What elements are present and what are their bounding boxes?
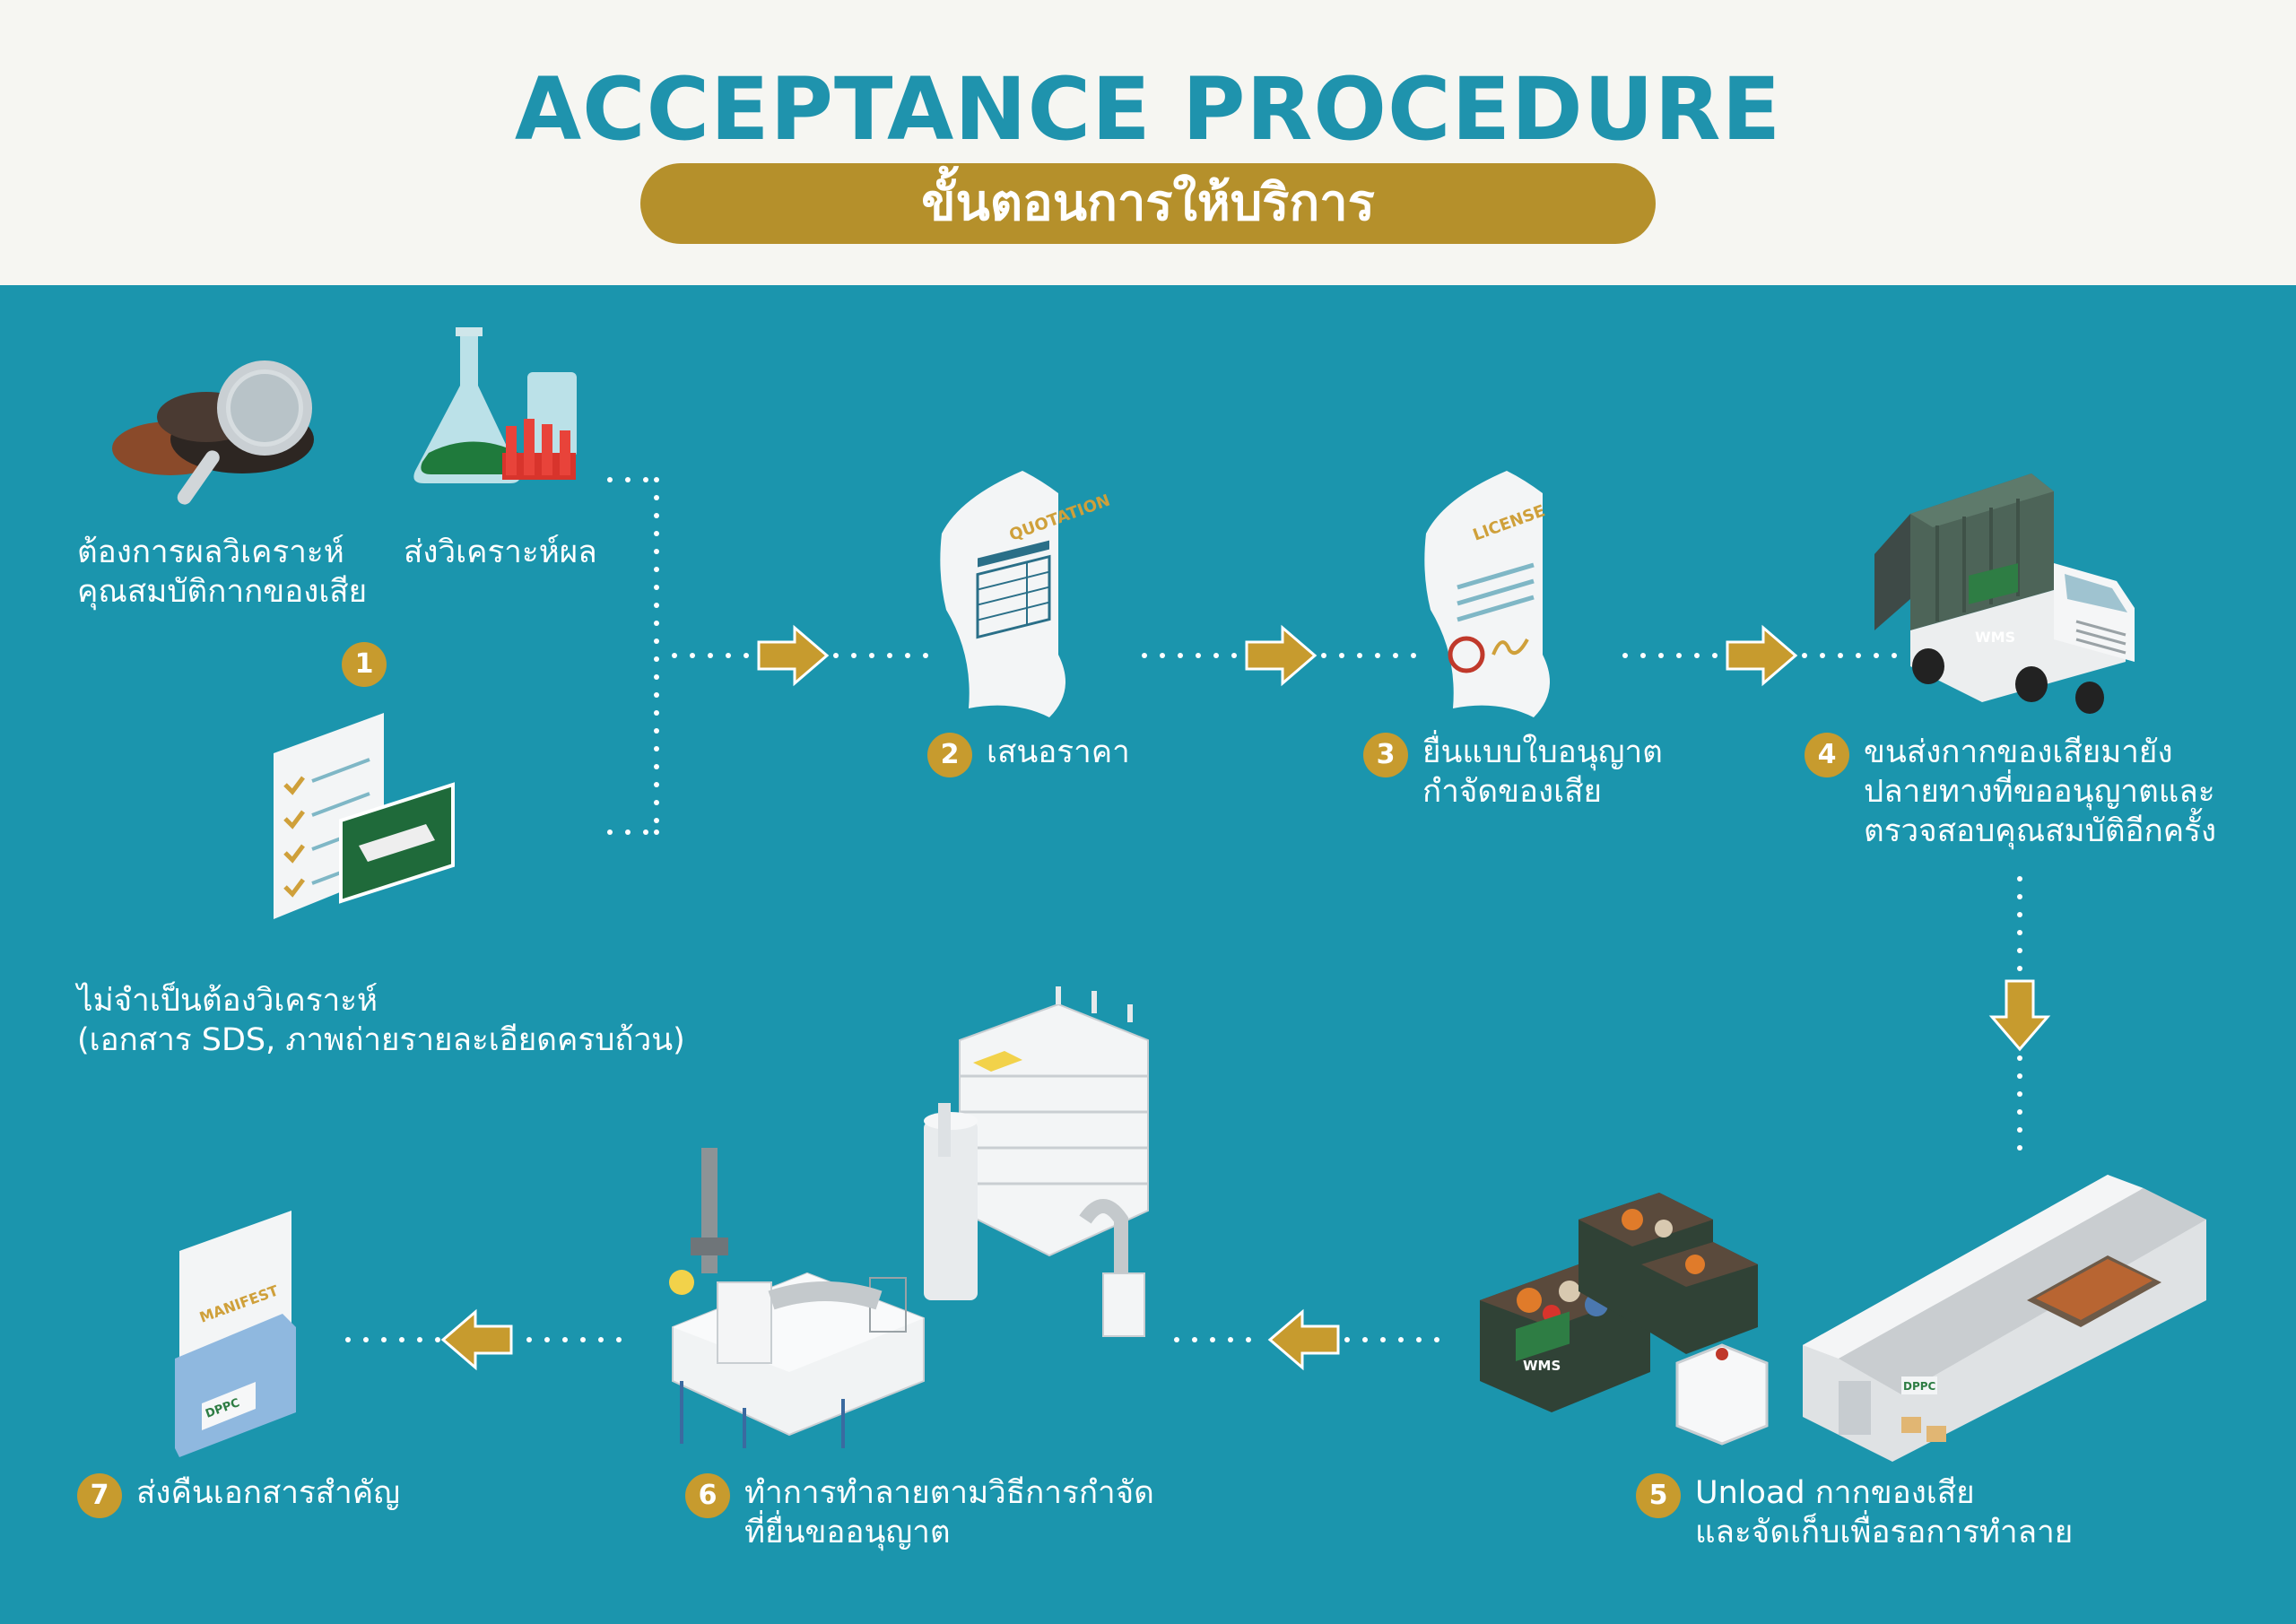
waste-storage-icon: DPPC WMS xyxy=(1480,1175,2206,1462)
manifest-folder-icon: MANIFEST DPPC xyxy=(175,1211,296,1457)
step4-line1: ขนส่งกากของเสียมายัง xyxy=(1864,734,2173,770)
arrow-right-icon xyxy=(1726,624,1798,687)
step6-badge: 6 xyxy=(685,1473,730,1518)
step4-line2: ปลายทางที่ขออนุญาตและ xyxy=(1864,774,2215,810)
step7-label: ส่งคืนเอกสารสำคัญ xyxy=(136,1473,400,1513)
step1-option-no-analysis-label: ไม่จำเป็นต้องวิเคราะห์ (เอกสาร SDS, ภาพถ… xyxy=(77,981,685,1060)
step4-label: ขนส่งกากของเสียมายัง ปลายทางที่ขออนุญาตแ… xyxy=(1864,733,2216,851)
step6-label: ทำการทำลายตามวิธีการกำจัด ที่ยื่นขออนุญา… xyxy=(744,1473,1154,1552)
page-subtitle: ขั้นตอนการให้บริการ xyxy=(640,163,1656,244)
step1-option-a-line2: คุณสมบัติกากของเสีย xyxy=(77,574,368,610)
arrow-left-icon xyxy=(440,1308,513,1371)
arrow-right-icon xyxy=(757,624,830,687)
step7-badge: 7 xyxy=(77,1473,122,1518)
step5-badge: 5 xyxy=(1636,1473,1681,1518)
license-document-icon: LICENSE xyxy=(1424,471,1550,717)
step2-badge: 2 xyxy=(927,733,972,777)
step3-line1: ยื่นแบบใบอนุญาต xyxy=(1422,734,1663,770)
step1-option-c-line1: ไม่จำเป็นต้องวิเคราะห์ xyxy=(77,983,378,1019)
step2-label: เสนอราคา xyxy=(987,733,1130,772)
quotation-document-icon: QUOTATION xyxy=(940,471,1113,717)
step1-option-analysis-label: ต้องการผลวิเคราะห์ คุณสมบัติกากของเสีย xyxy=(77,533,367,612)
arrow-right-icon xyxy=(1245,624,1318,687)
step5-line1: Unload กากของเสีย xyxy=(1695,1475,1975,1511)
down-dots xyxy=(2017,876,2022,1151)
step1-option-a-line1: ต้องการผลวิเคราะห์ xyxy=(77,534,344,570)
row2-dots xyxy=(345,1337,1439,1342)
step3-label: ยื่นแบบใบอนุญาต กำจัดของเสีย xyxy=(1422,733,1663,812)
soil-magnifier-icon xyxy=(112,360,314,505)
arrow-left-icon xyxy=(1267,1308,1340,1371)
step1-badge: 1 xyxy=(342,642,387,687)
step6-line2: ที่ยื่นขออนุญาต xyxy=(744,1515,951,1550)
step4-badge: 4 xyxy=(1805,733,1849,777)
step3-badge: 3 xyxy=(1363,733,1408,777)
step7-line1: ส่งคืนเอกสารสำคัญ xyxy=(136,1475,401,1511)
checklist-document-icon xyxy=(274,713,455,919)
branch-connector xyxy=(607,477,659,835)
incinerator-plant-icon xyxy=(669,986,1149,1448)
waste-truck-icon: WMS xyxy=(1874,473,2135,714)
page-title: ACCEPTANCE PROCEDURE xyxy=(514,59,1782,160)
lab-flask-icon xyxy=(413,327,577,483)
step1-option-c-line2: (เอกสาร SDS, ภาพถ่ายรายละเอียดครบถ้วน) xyxy=(77,1022,685,1058)
step5-line2: และจัดเก็บเพื่อรอการทำลาย xyxy=(1695,1515,2074,1550)
step1-option-send-label: ส่งวิเคราะห์ผล xyxy=(404,533,597,572)
step3-line2: กำจัดของเสีย xyxy=(1422,774,1602,810)
truck-logo: WMS xyxy=(1975,629,2015,646)
step6-line1: ทำการทำลายตามวิธีการกำจัด xyxy=(744,1475,1154,1511)
header-band: ACCEPTANCE PROCEDURE ขั้นตอนการให้บริการ xyxy=(0,0,2296,285)
step5-label: Unload กากของเสีย และจัดเก็บเพื่อรอการทำ… xyxy=(1695,1473,2073,1552)
step4-line3: ตรวจสอบคุณสมบัติอีกครั้ง xyxy=(1864,813,2217,849)
step2-line1: เสนอราคา xyxy=(987,734,1130,770)
step1-option-b-line1: ส่งวิเคราะห์ผล xyxy=(404,534,597,570)
arrow-down-icon xyxy=(1988,979,2051,1052)
row1-dots xyxy=(672,653,1897,658)
bin-logo: WMS xyxy=(1523,1358,1561,1374)
warehouse-sign: DPPC xyxy=(1903,1380,1936,1393)
